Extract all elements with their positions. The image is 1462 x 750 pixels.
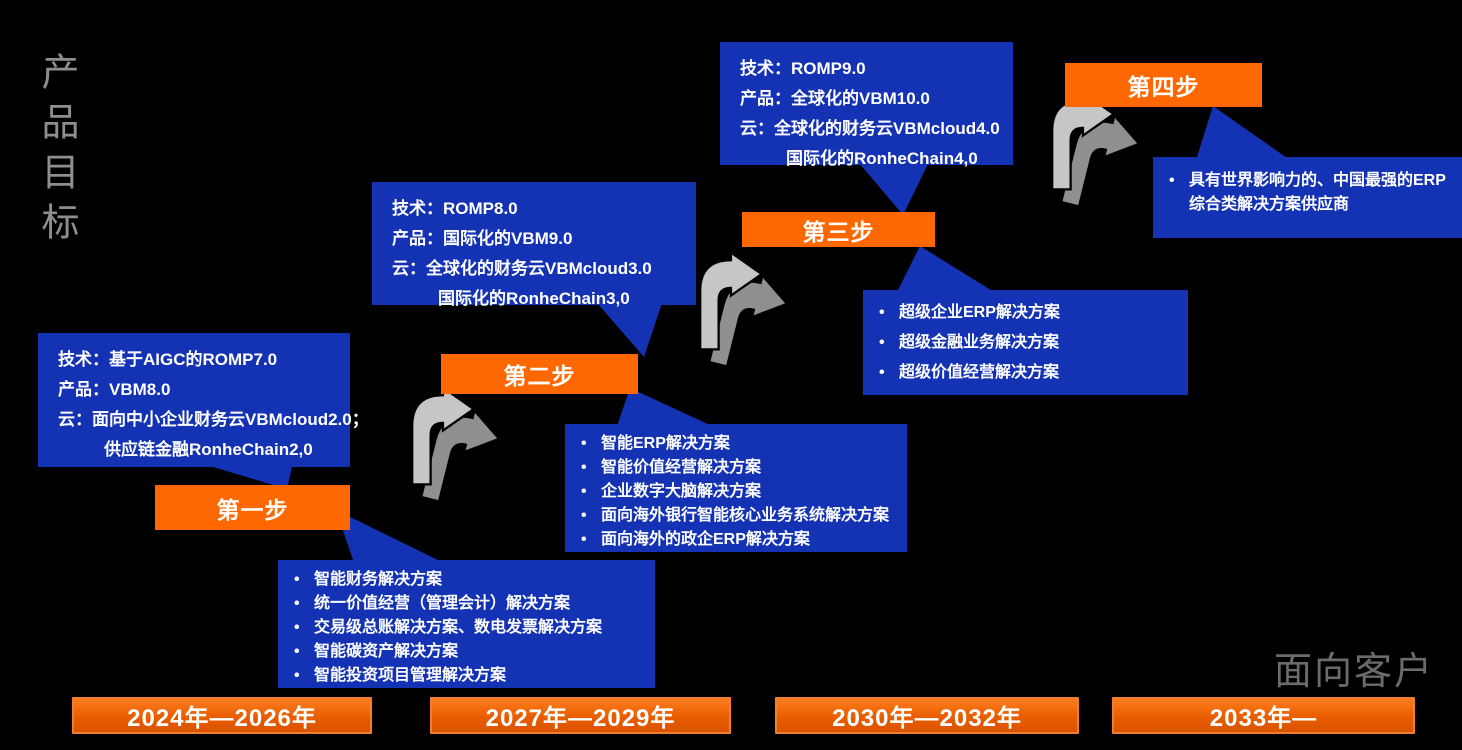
callout-tail <box>336 510 444 563</box>
timeline-2030-2032: 2030年—2032年 <box>775 697 1079 734</box>
step-label: 第四步 <box>1127 74 1200 100</box>
step1-solutions-box: 智能财务解决方案 统一价值经营（管理会计）解决方案 交易级总账解决方案、数电发票… <box>278 560 655 688</box>
timeline-2024-2026: 2024年—2026年 <box>72 697 372 734</box>
info-line: 技术：ROMP8.0 <box>392 199 518 218</box>
step2-info-box: 技术：ROMP8.0 产品：国际化的VBM9.0 云：全球化的财务云VBMclo… <box>372 182 696 308</box>
timeline-label: 2033年— <box>1209 705 1318 732</box>
step3-info-box: 技术：ROMP9.0 产品：全球化的VBM10.0 云：全球化的财务云VBMcl… <box>720 42 1013 168</box>
customer-facing-label: 面向客户 <box>1274 649 1435 693</box>
step1-banner: 第一步 <box>155 485 350 530</box>
solution-item: 面向海外的政企ERP解决方案 <box>565 528 899 552</box>
curved-arrow-icon <box>411 386 501 503</box>
solution-item: 超级企业ERP解决方案 <box>863 298 1180 328</box>
timeline-2027-2029: 2027年—2029年 <box>430 697 731 734</box>
callout-tail <box>597 303 662 357</box>
solution-item: 具有世界影响力的、中国最强的ERP综合类解决方案供应商 <box>1153 169 1454 217</box>
timeline-2033: 2033年— <box>1112 697 1415 734</box>
info-line: 国际化的RonheChain3,0 <box>438 289 630 308</box>
solution-item: 智能ERP解决方案 <box>565 432 899 456</box>
product-goal-label: 产品目标 <box>35 52 79 252</box>
info-line: 技术：基于AIGC的ROMP7.0 <box>58 350 278 369</box>
timeline-label: 2027年—2029年 <box>485 705 676 732</box>
info-line: 云：面向中小企业财务云VBMcloud2.0； <box>58 410 369 429</box>
info-line: 国际化的RonheChain4,0 <box>786 149 978 168</box>
timeline-label: 2030年—2032年 <box>832 705 1022 732</box>
solution-item: 面向海外银行智能核心业务系统解决方案 <box>565 504 899 528</box>
solution-item: 超级金融业务解决方案 <box>863 328 1180 358</box>
solution-item: 交易级总账解决方案、数电发票解决方案 <box>278 616 647 640</box>
step2-banner: 第二步 <box>441 354 638 394</box>
info-line: 技术：ROMP9.0 <box>740 59 866 78</box>
curved-arrow-icon <box>699 251 789 368</box>
solution-item: 智能价值经营解决方案 <box>565 456 899 480</box>
solution-item: 超级价值经营解决方案 <box>863 358 1180 388</box>
step1-info-box: 技术：基于AIGC的ROMP7.0 产品：VBM8.0 云：面向中小企业财务云V… <box>38 333 369 467</box>
step2-solutions-box: 智能ERP解决方案 智能价值经营解决方案 企业数字大脑解决方案 面向海外银行智能… <box>565 424 907 552</box>
step3-solutions-box: 超级企业ERP解决方案 超级金融业务解决方案 超级价值经营解决方案 <box>863 290 1188 395</box>
info-line: 产品：全球化的VBM10.0 <box>740 89 930 108</box>
timeline-label: 2024年—2026年 <box>127 705 317 732</box>
solution-item: 智能财务解决方案 <box>278 568 647 592</box>
info-line: 云：全球化的财务云VBMcloud3.0 <box>392 259 652 278</box>
callout-tail <box>213 467 292 489</box>
step4-goal-box: 具有世界影响力的、中国最强的ERP综合类解决方案供应商 <box>1153 157 1462 238</box>
solution-item: 统一价值经营（管理会计）解决方案 <box>278 592 647 616</box>
step-label: 第二步 <box>503 363 576 389</box>
step4-banner: 第四步 <box>1065 63 1262 107</box>
step3-banner: 第三步 <box>742 212 935 247</box>
info-line: 供应链金融RonheChain2,0 <box>104 440 313 459</box>
info-line: 产品：国际化的VBM9.0 <box>392 229 573 248</box>
solution-item: 智能碳资产解决方案 <box>278 640 647 664</box>
callout-tail <box>617 388 712 426</box>
callout-tail <box>1196 106 1290 160</box>
callout-tail <box>897 246 994 292</box>
step-label: 第三步 <box>802 218 875 245</box>
curved-arrow-icon <box>1051 91 1141 208</box>
solution-item: 企业数字大脑解决方案 <box>565 480 899 504</box>
callout-tail <box>860 164 928 215</box>
solution-item: 智能投资项目管理解决方案 <box>278 664 647 688</box>
step-label: 第一步 <box>216 496 289 523</box>
info-line: 云：全球化的财务云VBMcloud4.0 <box>740 119 1000 138</box>
info-line: 产品：VBM8.0 <box>58 380 171 399</box>
